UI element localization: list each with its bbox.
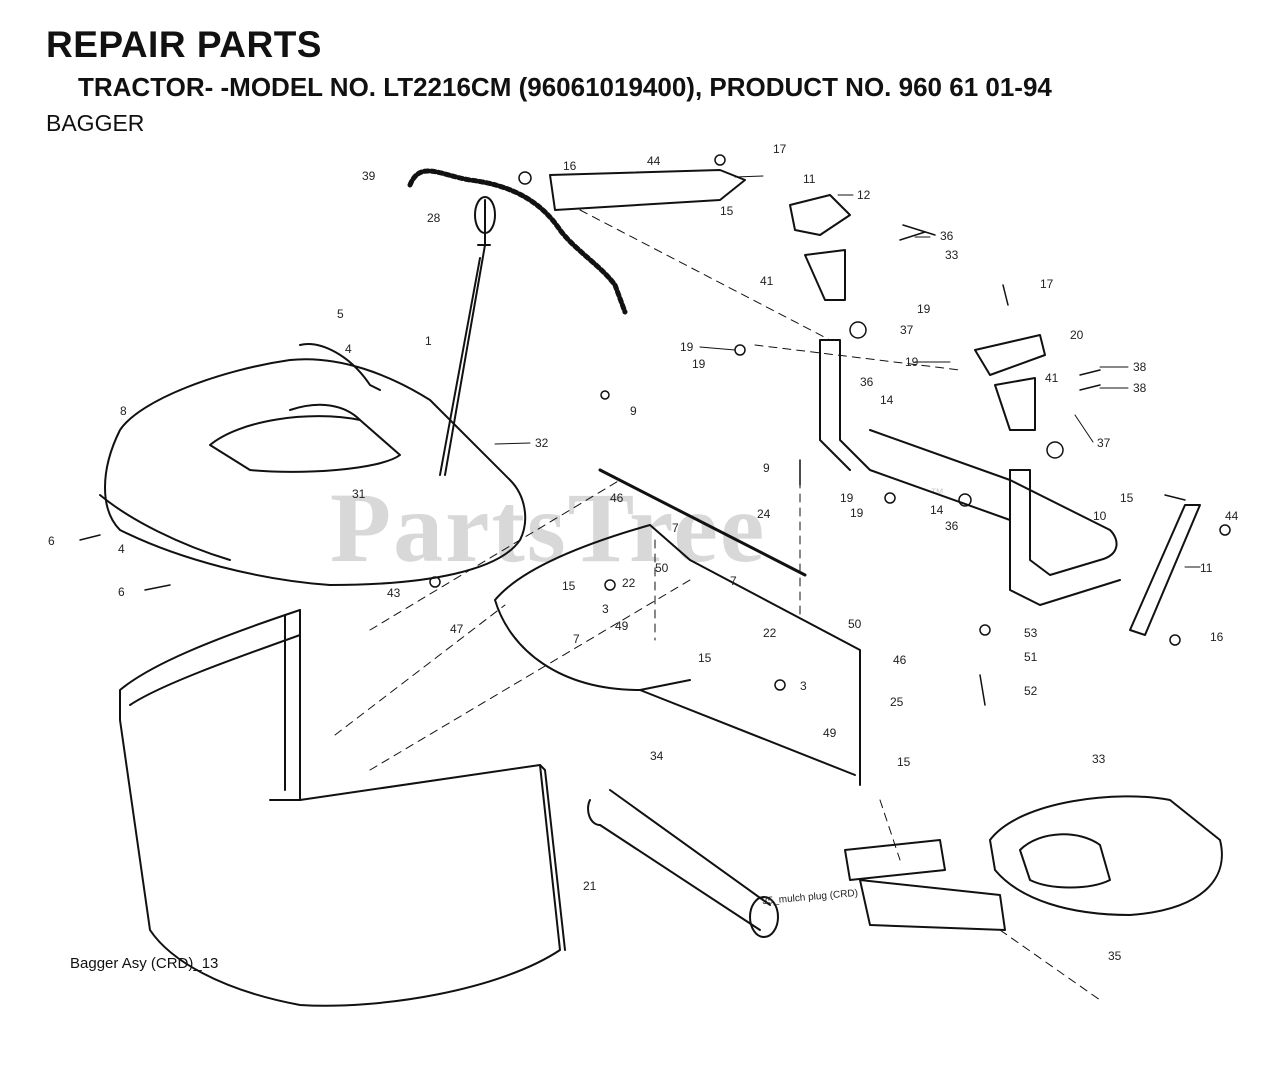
callout-50: 50 [848, 617, 862, 631]
lid-handle-top [299, 343, 381, 391]
bag-frame [119, 609, 561, 1007]
callout-6: 6 [118, 585, 125, 599]
callout-17: 17 [773, 142, 787, 156]
callout-11: 11 [1200, 561, 1213, 575]
callout-36: 36 [940, 229, 954, 243]
section-label: BAGGER [46, 110, 145, 136]
callout-37: 37 [900, 323, 914, 337]
callout-43: 43 [387, 586, 401, 600]
callout-15: 15 [698, 651, 712, 665]
callout-21: 21 [583, 879, 597, 893]
callout-46: 46 [610, 491, 624, 505]
callout-44: 44 [647, 154, 661, 168]
latch-41a [804, 249, 846, 301]
callout-7: 7 [573, 632, 580, 646]
bagger-handle-rod [439, 199, 491, 476]
callout-10: 10 [1093, 509, 1107, 523]
bagger-lid [104, 358, 527, 586]
page-title: REPAIR PARTS [46, 24, 322, 65]
watermark-logo: PartsTree [330, 472, 767, 583]
callout-15: 15 [562, 579, 576, 593]
callout-17: 17 [1040, 277, 1054, 291]
callout-47: 47 [450, 622, 464, 636]
callout-8: 8 [120, 404, 127, 418]
callout-37: 37 [1097, 436, 1111, 450]
latch-12 [789, 194, 851, 236]
mounting-bracket-left [819, 339, 1011, 521]
callout-44: 44 [1225, 509, 1239, 523]
callout-51: 51 [1024, 650, 1038, 664]
callout-52: 52 [1024, 684, 1038, 698]
latch-41b [994, 377, 1036, 431]
callout-39: 39 [362, 169, 376, 183]
callout-36: 36 [860, 375, 874, 389]
callout-22: 22 [622, 576, 636, 590]
mounting-bracket-right [1009, 469, 1118, 576]
lower-frame [494, 524, 861, 786]
callout-24: 24 [757, 507, 771, 521]
figure-caption: Bagger Asy (CRD)_13 [70, 955, 219, 972]
callout-41: 41 [760, 274, 774, 288]
callout-19: 19 [692, 357, 706, 371]
callout-16: 16 [1210, 630, 1224, 644]
callout-15: 15 [1120, 491, 1134, 505]
callout-38: 38 [1133, 381, 1147, 395]
callout-9: 9 [630, 404, 637, 418]
latch-20 [974, 334, 1046, 376]
callout-4: 4 [118, 542, 125, 556]
callout-53: 53 [1024, 626, 1038, 640]
side-bracket [1129, 504, 1201, 636]
callout-19: 19 [850, 506, 864, 520]
callout-9: 9 [763, 461, 770, 475]
callout-19: 19 [905, 355, 919, 369]
callout-34: 34 [650, 749, 664, 763]
callout-4: 4 [345, 342, 352, 356]
callout-15: 15 [720, 204, 734, 218]
callout-11: 11 [803, 172, 816, 186]
discharge-tube [587, 789, 771, 931]
callout-19: 19 [840, 491, 854, 505]
callout-3: 3 [800, 679, 807, 693]
callout-46: 46 [893, 653, 907, 667]
chain-part [407, 168, 628, 315]
callout-5: 5 [337, 307, 344, 321]
callout-6: 6 [48, 534, 55, 548]
callout-41: 41 [1045, 371, 1059, 385]
model-subtitle: TRACTOR- -MODEL NO. LT2216CM (9606101940… [78, 72, 1052, 102]
callout-1: 1 [425, 334, 432, 348]
callout-36: 36 [945, 519, 959, 533]
bagger-lid-vent [209, 415, 401, 473]
deflector-33 [989, 795, 1223, 916]
callout-33: 33 [1092, 752, 1106, 766]
callout-19: 19 [917, 302, 931, 316]
callout-15: 15 [897, 755, 911, 769]
mulch-plug [859, 879, 1006, 931]
callout-3: 3 [602, 602, 609, 616]
top-bracket [549, 169, 746, 211]
callout-38: 38 [1133, 360, 1147, 374]
callout-49: 49 [823, 726, 837, 740]
lid-handle-bottom [99, 494, 231, 561]
callout-7: 7 [730, 574, 737, 588]
callout-31: 31 [352, 487, 366, 501]
callout-49: 49 [615, 619, 629, 633]
callout-14: 14 [930, 503, 944, 517]
callout-28: 28 [427, 211, 441, 225]
callout-33: 33 [945, 248, 959, 262]
callout-35: 35 [1108, 949, 1122, 963]
callout-20: 20 [1070, 328, 1084, 342]
callout-32: 32 [535, 436, 549, 450]
callout-50: 50 [655, 561, 669, 575]
callout-19: 19 [680, 340, 694, 354]
callout-16: 16 [563, 159, 577, 173]
callout-22: 22 [763, 626, 777, 640]
handle-grip [474, 196, 496, 234]
callout-14: 14 [880, 393, 894, 407]
callout-12: 12 [857, 188, 871, 202]
callout-7: 7 [672, 521, 679, 535]
callout-25: 25 [890, 695, 904, 709]
